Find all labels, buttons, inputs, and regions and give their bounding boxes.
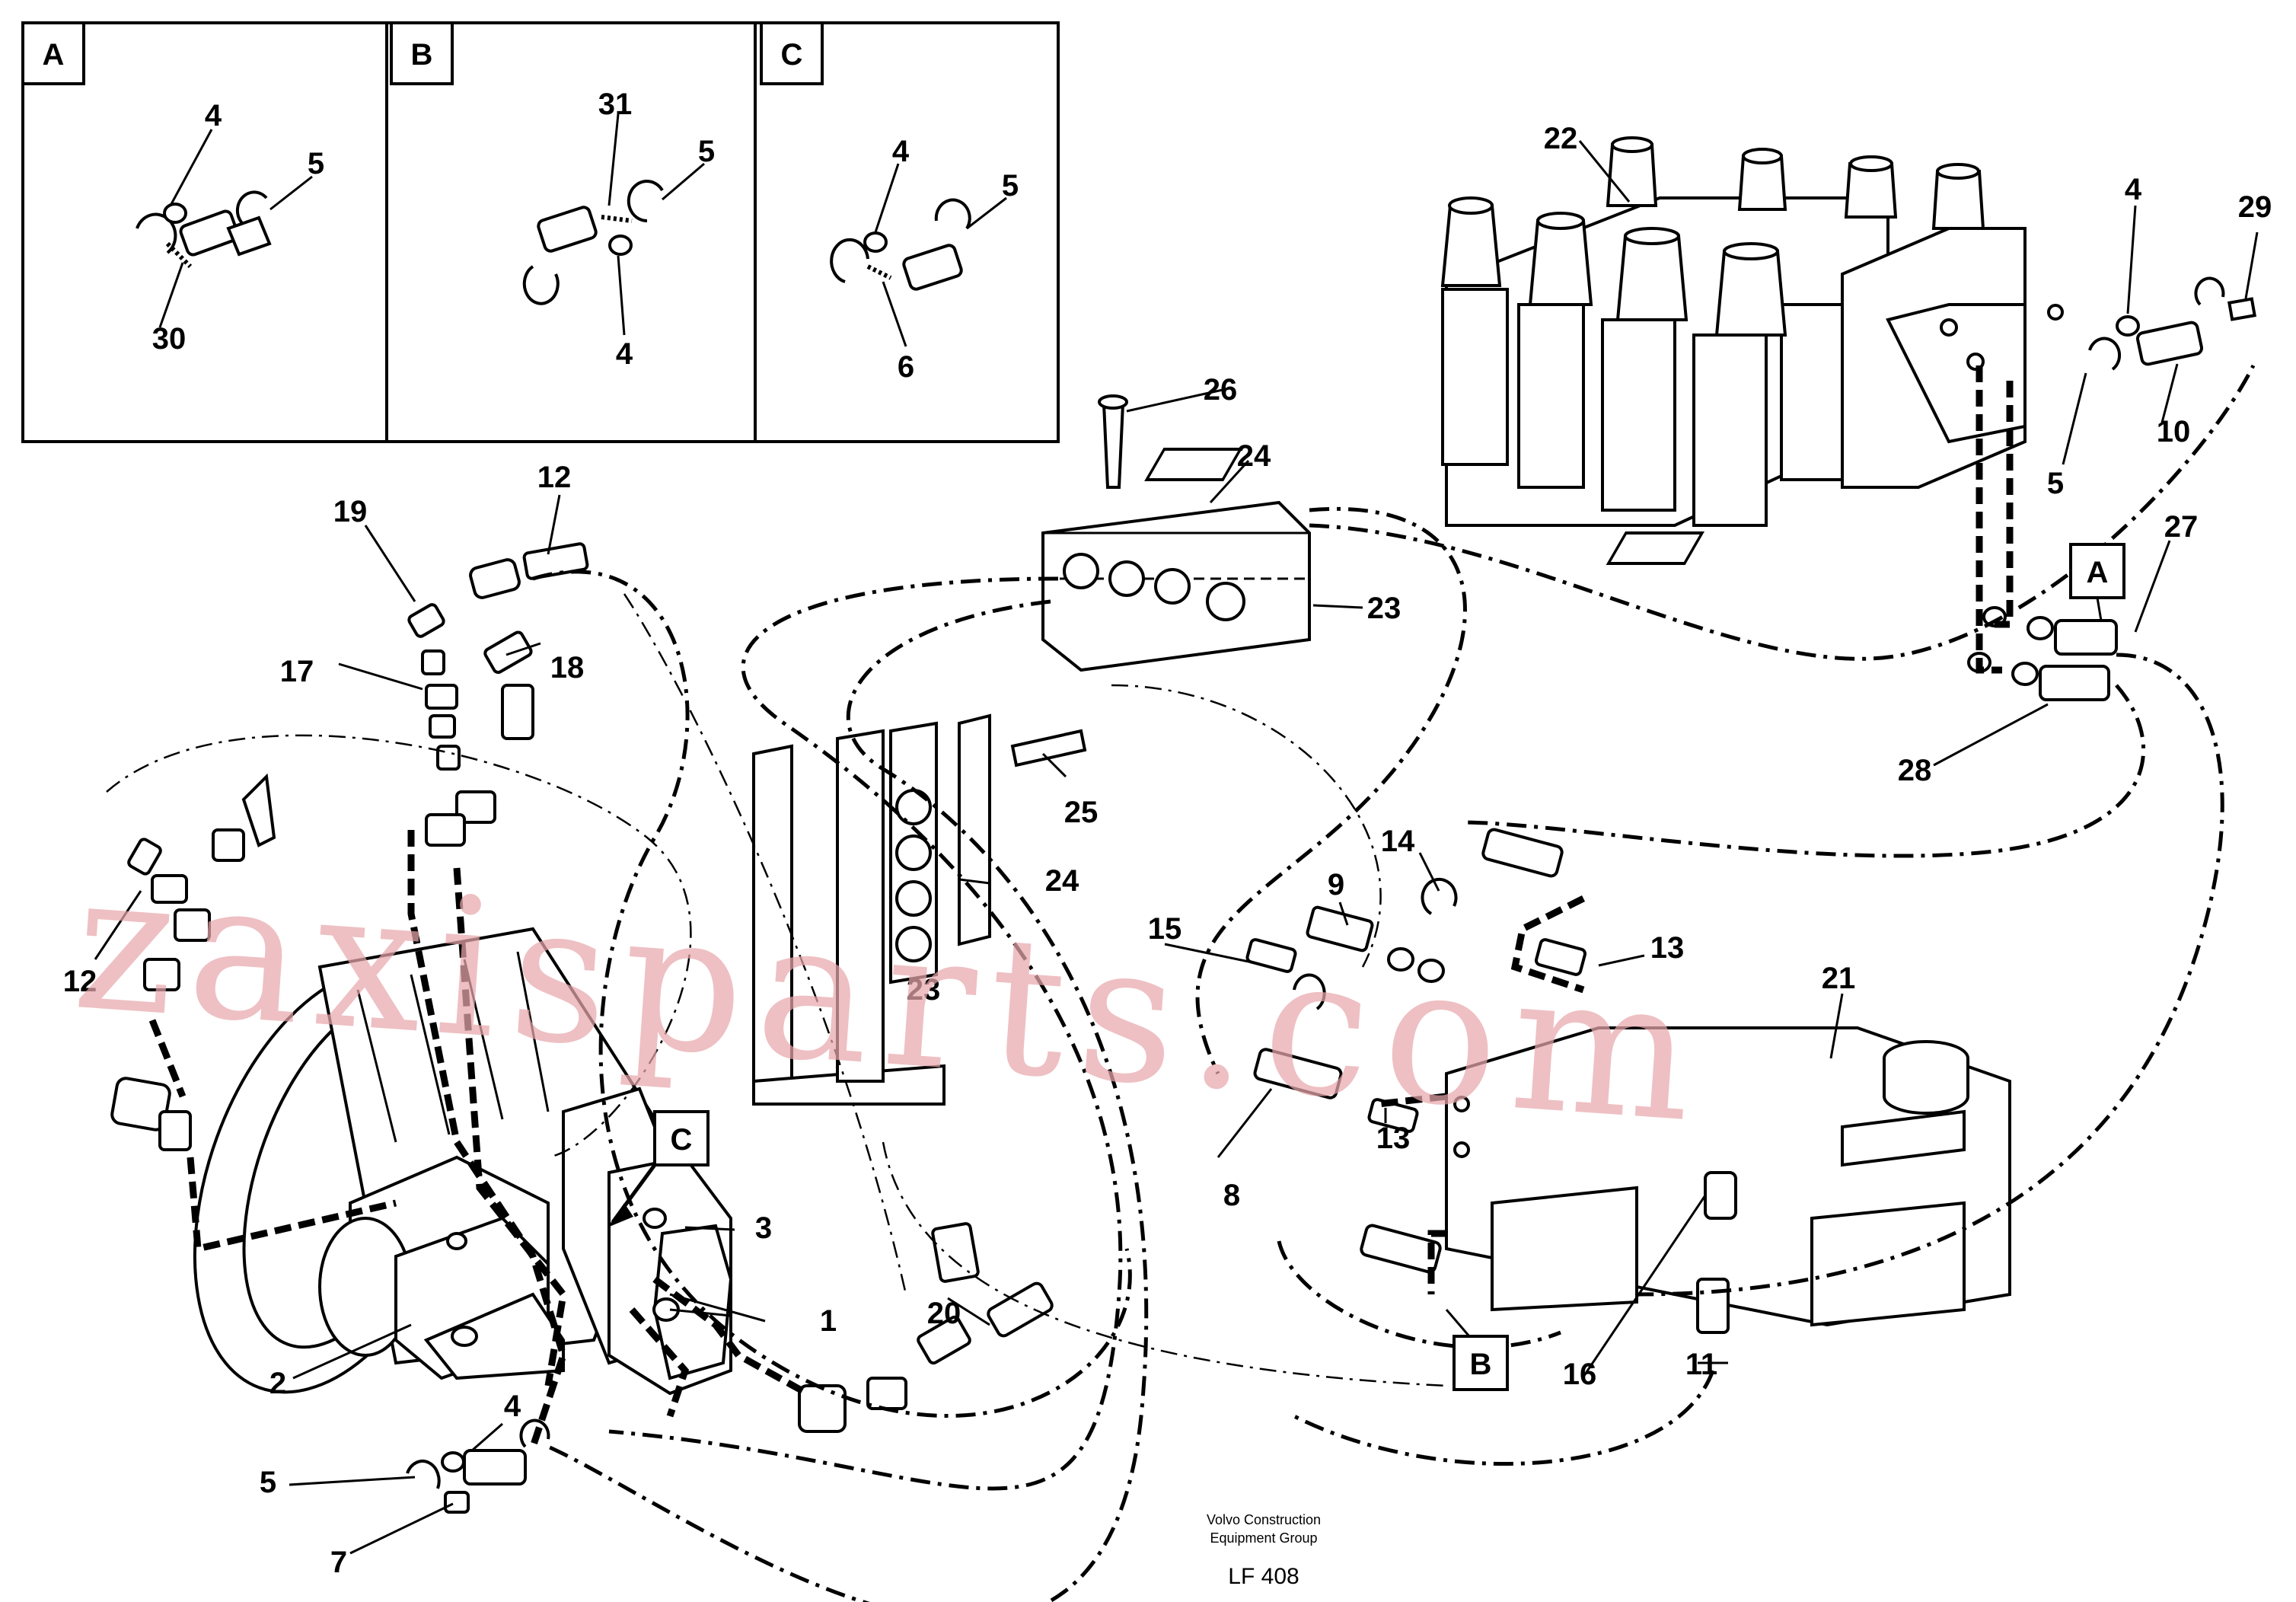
callout-label: 16 [1563,1358,1597,1391]
drawing-code: LF 408 [1228,1564,1299,1589]
footer-company: Volvo Construction [1207,1512,1321,1527]
callout-label: 29 [2238,190,2272,224]
callout-label: 19 [333,495,368,528]
callout-label: 5 [260,1466,276,1499]
callout-label: 27 [2164,510,2199,544]
pump-pipe-fittings [110,542,589,1151]
callout-label: 11 [1685,1348,1717,1381]
detail-panel-b: B 31 5 4 [390,21,715,371]
fitting-detail-b [522,180,664,305]
callout-label: 8 [1223,1179,1240,1212]
callout-label: 4 [205,99,222,132]
callout-label: 13 [1376,1122,1411,1155]
detail-panel-a: A 4 5 30 [21,21,324,356]
callout-label: 2 [269,1367,286,1400]
callout-label: 23 [1367,592,1402,625]
hose-routes [106,364,2256,1602]
callout-label: 28 [1898,754,1932,787]
control-valve-block [1144,136,2064,565]
callout-label: 5 [308,147,324,180]
detail-panels: A 4 5 30 B [21,21,1060,443]
view-tag-letter: C [671,1123,693,1157]
callout-label: 5 [2047,467,2064,500]
mid-hose-fittings [798,828,1587,1433]
view-tag-b: B [1445,1309,1509,1391]
fitting-detail-a [136,190,272,269]
callout-label: 24 [1237,439,1271,473]
fitting-detail-c [830,198,971,291]
callout-label: 17 [280,655,314,688]
view-tag-a: A [2069,543,2125,621]
hose-clamp-block [1041,394,1311,672]
callout-label: 18 [550,651,585,685]
callout-label: 21 [1822,962,1856,995]
valve-spools [1440,136,1985,527]
arrow-icon [607,1203,633,1227]
callout-label: 15 [1148,912,1182,946]
callout-label: 30 [152,322,187,356]
callout-label: 4 [892,135,910,168]
view-tag-letter: A [2087,556,2109,589]
callout-label: 23 [907,973,941,1007]
callout-label: 14 [1381,825,1415,858]
hydraulic-pump [193,927,733,1396]
callout-label: 1 [820,1304,837,1338]
callout-label: 12 [63,965,97,998]
footer-group: Equipment Group [1210,1530,1317,1546]
callout-label: 6 [898,350,914,384]
clamp-plates [752,713,1087,1106]
detail-panel-c: C 4 5 6 [760,21,1019,384]
callout-label: 24 [1045,864,1079,898]
panel-letter: A [43,38,65,72]
callout-label: 9 [1328,868,1344,902]
callout-label: 5 [698,135,715,168]
pump-outlet-fittings [406,1419,550,1514]
callout-label: 7 [330,1546,347,1579]
footer: Volvo Construction Equipment Group LF 40… [1207,1512,1321,1589]
callout-label: 26 [1204,373,1238,407]
leader-lines [94,387,2171,1555]
callouts: 1 2 3 4 5 6 7 8 9 10 11 12 12 13 13 14 1… [63,122,2272,1579]
callout-label: 5 [1002,169,1019,203]
panel-letter: B [411,38,433,72]
servo-valve-block [1445,1026,2011,1334]
callout-label: 20 [927,1297,961,1330]
callout-label: 22 [1544,122,1578,155]
callout-label: 4 [504,1390,521,1423]
view-tag-c: C [607,1110,710,1227]
callout-label: 31 [598,88,633,121]
valve-port-fittings [2088,276,2256,371]
callout-label: 4 [2125,173,2142,206]
callout-label: 12 [537,461,572,494]
callout-label: 13 [1650,931,1685,965]
callout-label: 25 [1064,796,1099,829]
view-tag-letter: B [1470,1348,1492,1381]
callout-label: 10 [2157,415,2191,448]
callout-label: 3 [755,1211,772,1245]
panel-letter: C [781,38,803,72]
callout-label: 4 [616,337,633,371]
